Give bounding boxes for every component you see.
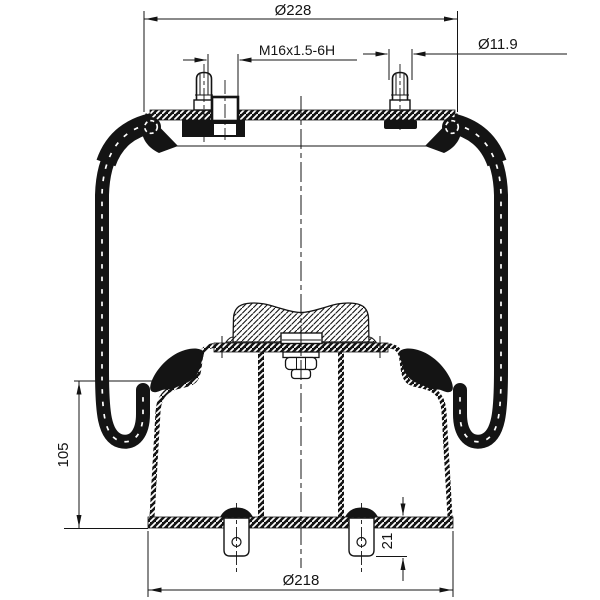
dimension-piston-height: 105 xyxy=(55,380,152,529)
bellow-right-wall xyxy=(446,117,508,449)
centerline xyxy=(203,64,401,573)
mounting-stud-right xyxy=(384,71,417,129)
bellow-left-wall xyxy=(95,117,157,449)
top-diameter-label: Ø228 xyxy=(275,2,312,19)
piston-height-label: 105 xyxy=(55,442,72,467)
bracket-offset-label: 21 xyxy=(379,533,396,550)
base-diameter-label: Ø218 xyxy=(283,572,320,589)
stud-diameter-label: Ø11.9 xyxy=(478,36,518,53)
bellow-left-lobe xyxy=(150,348,204,393)
bellow-right-cord-line xyxy=(452,123,502,443)
bumper-foot-left xyxy=(224,336,234,343)
thread-label: M16x1.5-6H xyxy=(259,42,335,58)
bellow-left-cord-line xyxy=(101,123,151,443)
top-plate-right-curl-hatch xyxy=(444,119,460,135)
dimension-thread: M16x1.5-6H xyxy=(183,42,357,133)
stud-right-backing-washer xyxy=(384,120,417,129)
bumper-foot-right xyxy=(368,336,378,343)
bellow-right-lobe xyxy=(399,348,453,393)
dimension-stud-diameter: Ø11.9 xyxy=(363,36,567,80)
dimension-top-diameter: Ø228 xyxy=(143,2,458,112)
dimension-bracket-offset: 21 xyxy=(376,497,407,581)
top-plate-section xyxy=(149,109,456,121)
top-plate-left-curl-hatch xyxy=(143,119,159,135)
dimension-base-diameter: Ø218 xyxy=(147,531,454,597)
